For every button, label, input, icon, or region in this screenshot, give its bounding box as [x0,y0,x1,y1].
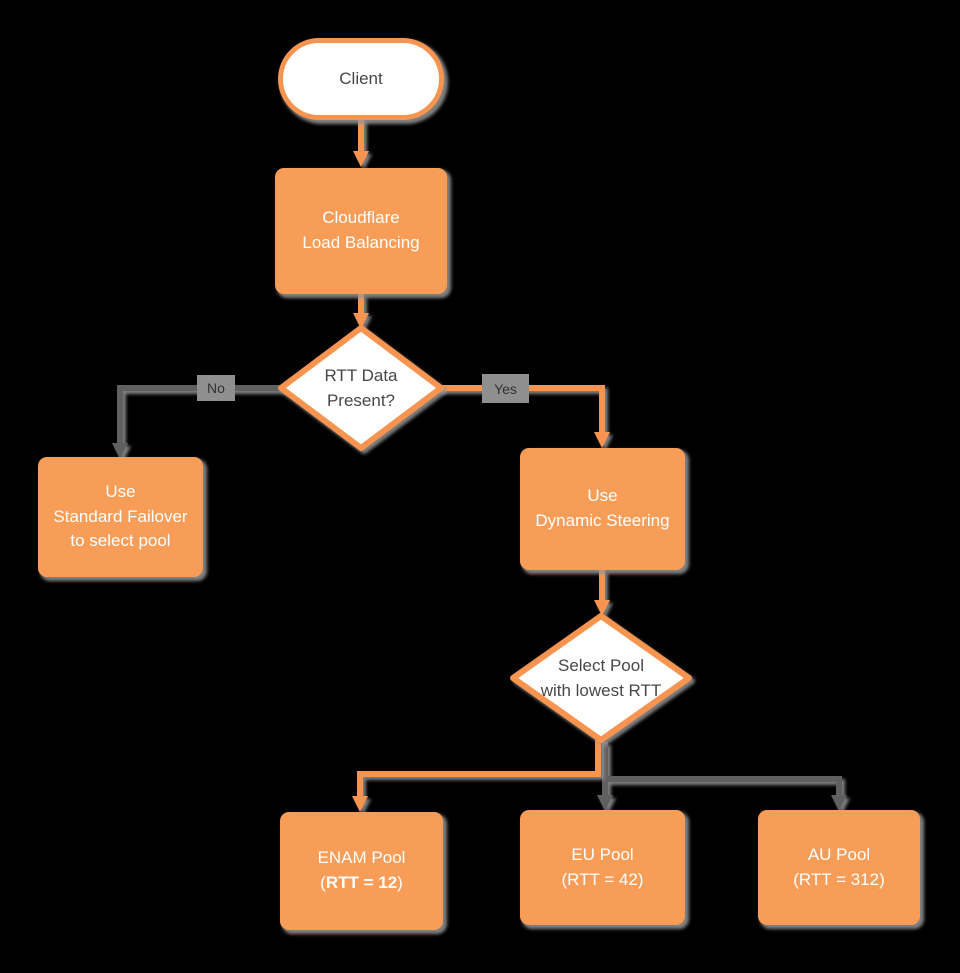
edge-select-to-eu-au [597,742,847,811]
decision-select-pool [510,613,692,743]
edge-au-path [605,776,842,796]
edge-label-no: No [197,375,235,401]
eu-pool-name: EU Pool [571,844,634,864]
enam-paren-close: ) [397,873,403,892]
arrowhead-dynamic-steering [594,432,610,448]
node-au-pool: AU Pool (RTT = 312) [758,810,920,925]
node-client-label: Client [339,68,383,88]
node-dynamic-steering-label: Use Dynamic Steering [535,486,670,530]
decision-rtt-data-present [278,325,444,451]
arrowhead-rtt-decision [353,313,369,329]
au-pool-rtt: (RTT = 312) [793,869,885,889]
node-enam-pool: ENAM Pool (RTT = 12) [280,812,443,930]
enam-paren-open: ( [320,873,326,892]
eu-pool-rtt: (RTT = 42) [561,869,644,889]
edge-label-yes: Yes [482,374,529,403]
node-load-balancing: Cloudflare Load Balancing [275,168,447,294]
edge-enam-path [357,740,601,797]
enam-rtt-value: RTT = 12 [325,873,398,892]
arrowhead-load-balancing [353,151,369,167]
arrowhead-eu-pool [597,795,613,811]
node-load-balancing-label: Cloudflare Load Balancing [302,208,420,252]
enam-pool-name: ENAM Pool [317,848,406,868]
enam-pool-rtt: (RTT = 12) [320,871,403,896]
node-standard-failover: Use Standard Failover to select pool [38,457,203,577]
arrowhead-standard-failover [112,443,128,459]
node-rtt-decision-label: RTT Data Present? [324,365,398,411]
node-standard-failover-label: Use Standard Failover to select pool [53,482,188,551]
arrowhead-select-pool [594,600,610,616]
au-pool-name: AU Pool [807,844,871,864]
arrowhead-enam-pool [352,796,368,812]
node-client: Client [278,38,444,120]
arrowhead-au-pool [831,795,847,811]
node-select-pool-label: Select Pool with lowest RTT [540,655,662,701]
node-eu-pool: EU Pool (RTT = 42) [520,810,685,925]
node-dynamic-steering: Use Dynamic Steering [520,448,685,570]
